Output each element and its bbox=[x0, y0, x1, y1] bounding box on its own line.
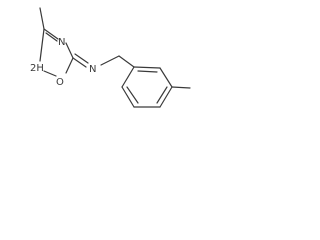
bond-ar-6 bbox=[121, 66, 135, 88]
atom-n-exocyclic: N bbox=[89, 64, 96, 75]
atom-o1: O bbox=[56, 77, 64, 88]
molecule-structure-diagram: N 2H O N bbox=[30, 7, 191, 108]
bond-ar-3-inner bbox=[156, 86, 168, 104]
bond-ar-1-inner bbox=[137, 70, 158, 73]
bond-ar-5 bbox=[121, 86, 135, 108]
bond-c3-n4 bbox=[43, 28, 59, 40]
bond-c3-n4-double bbox=[45, 32, 58, 42]
bond-ar-1 bbox=[133, 66, 161, 69]
bond-n-ch2 bbox=[100, 55, 120, 66]
bond-ar-2 bbox=[159, 67, 173, 88]
bond-ch2-aryl bbox=[118, 55, 135, 68]
bond-methyl-c3 bbox=[39, 7, 45, 30]
bond-c5-exo-n-double bbox=[74, 53, 89, 64]
bond-n2-c3 bbox=[39, 28, 45, 62]
bond-c5-o1 bbox=[65, 57, 74, 74]
bond-aryl-methyl bbox=[171, 86, 191, 89]
atom-n2: 2H bbox=[30, 63, 44, 74]
bond-n4-c5 bbox=[65, 42, 74, 59]
bond-ar-5-inner bbox=[126, 86, 139, 104]
bond-o1-n2 bbox=[43, 70, 57, 77]
atom-n4: N bbox=[58, 37, 65, 48]
bond-ar-3 bbox=[159, 86, 173, 108]
bond-c5-exo-n bbox=[72, 57, 87, 68]
